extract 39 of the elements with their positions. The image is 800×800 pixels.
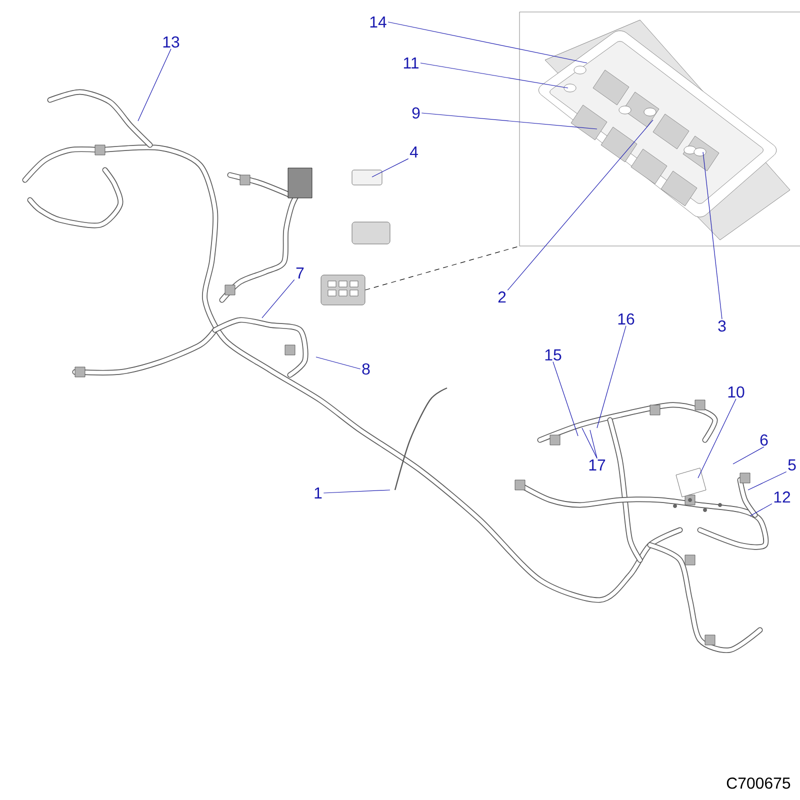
callout-number: 8	[362, 363, 370, 375]
leader-line	[316, 356, 361, 370]
leader-line	[262, 279, 295, 318]
leader-line	[421, 112, 598, 130]
callout-number: 3	[718, 320, 726, 332]
leader-line	[702, 152, 722, 320]
figure-number: C700675	[726, 778, 790, 789]
leader-line	[372, 158, 409, 178]
callout-number: 1	[314, 488, 322, 498]
callout-number: 7	[296, 268, 304, 278]
dashed-connector-line	[364, 246, 520, 290]
callout-number: 4	[410, 146, 418, 158]
callout-number: 9	[412, 107, 420, 119]
leader-line	[552, 361, 578, 436]
callout-number: 17	[589, 460, 606, 470]
leader-line	[388, 22, 588, 64]
leader-line	[507, 120, 654, 291]
callout-number: 13	[163, 36, 180, 48]
leader-line	[138, 48, 172, 122]
callout-number: 14	[370, 16, 386, 28]
callout-number: 12	[774, 491, 790, 503]
callout-number: 16	[618, 313, 634, 325]
callout-number: 5	[788, 459, 796, 471]
leader-line	[732, 446, 764, 464]
callout-number: 6	[760, 434, 768, 446]
callout-number: 11	[404, 58, 418, 68]
leader-line	[750, 503, 772, 516]
relay-box-inset-drawing	[519, 12, 800, 246]
fuse-box-drawing	[320, 274, 366, 306]
leader-line	[698, 398, 736, 478]
leader-line	[748, 471, 787, 490]
leader-line	[323, 490, 390, 494]
callout-number: 10	[728, 386, 744, 398]
leader-line	[420, 62, 568, 88]
leader-line	[596, 326, 626, 428]
leader-line	[590, 430, 598, 459]
callout-number: 2	[498, 291, 506, 303]
leader-line	[582, 428, 598, 459]
callout-number: 15	[545, 349, 562, 361]
